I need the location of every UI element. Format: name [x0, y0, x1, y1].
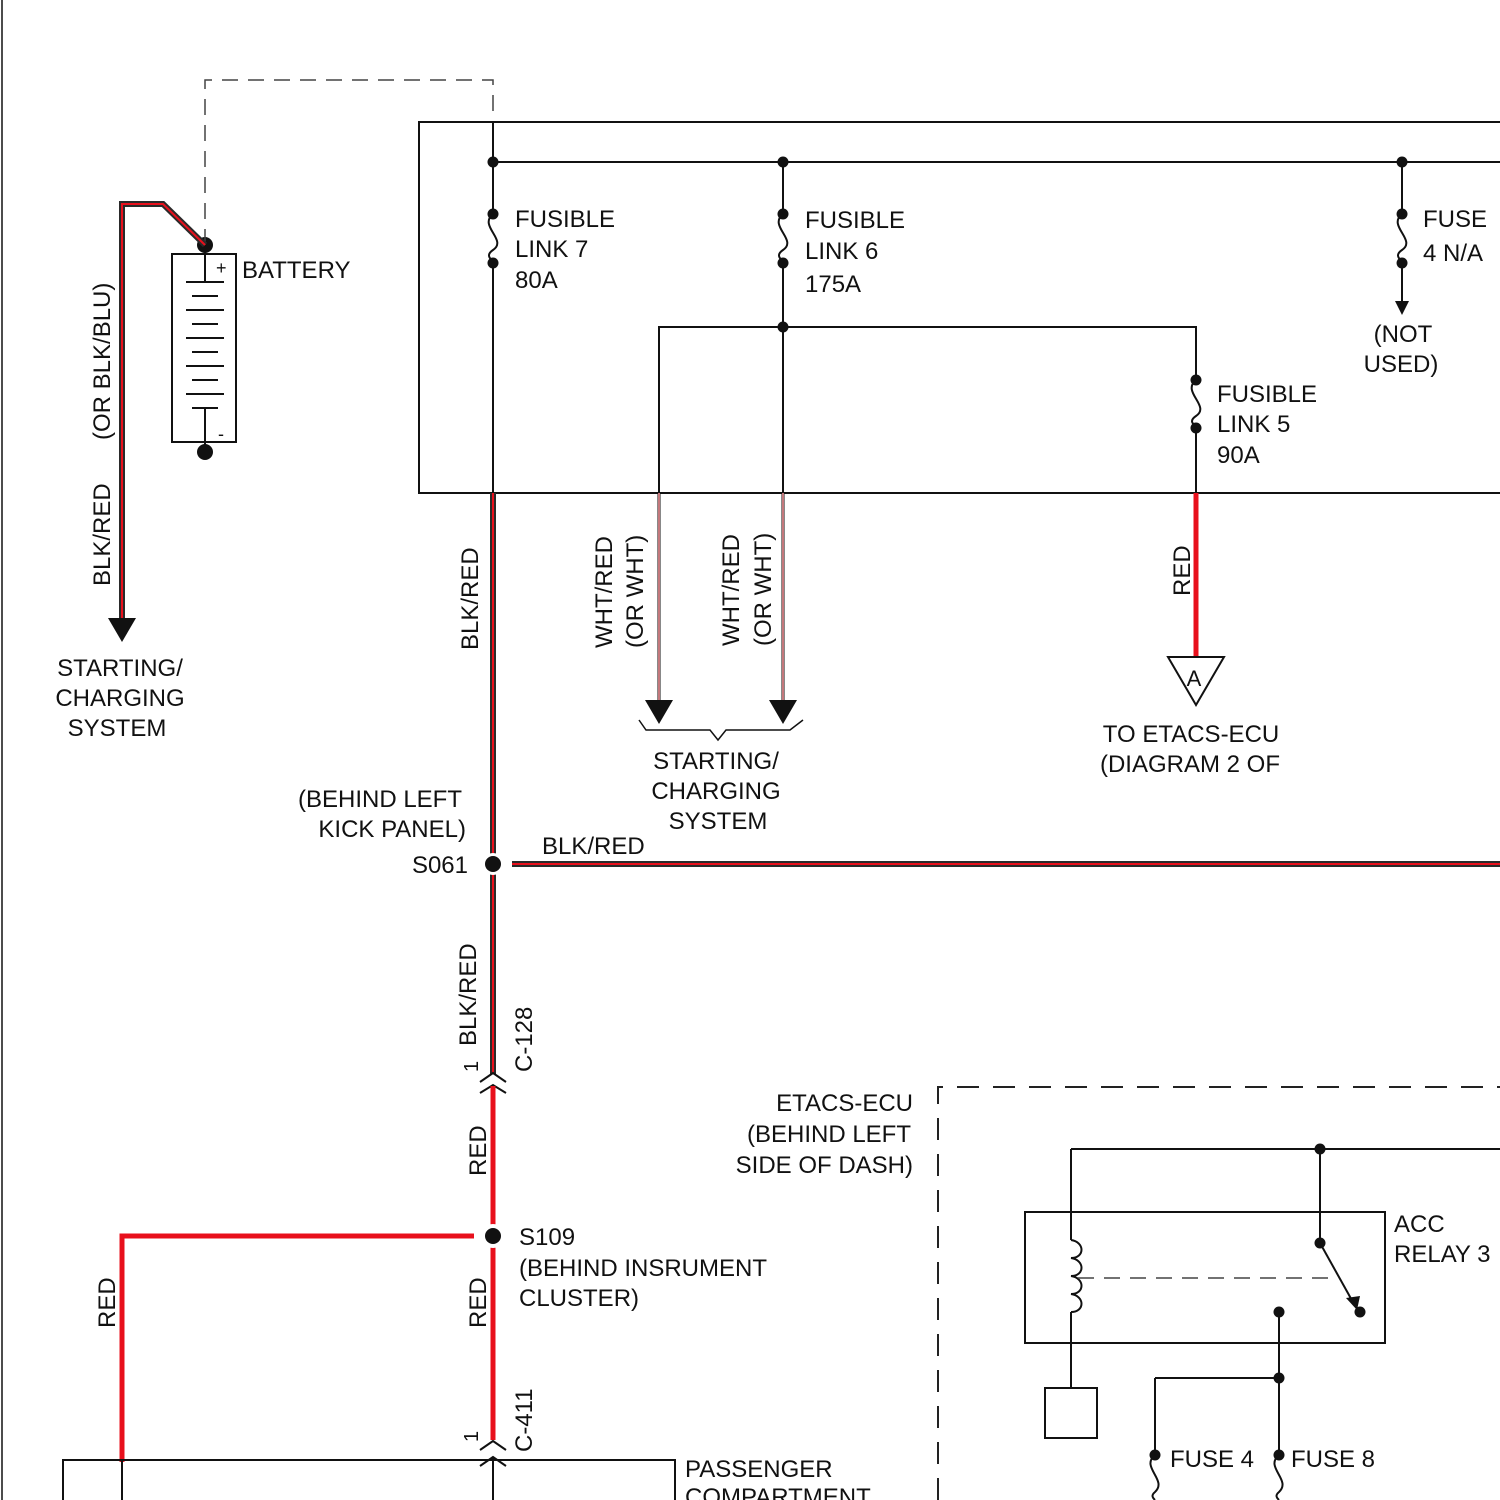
svg-text:WHT/RED: WHT/RED: [591, 536, 618, 648]
relay-coil: [1071, 1240, 1082, 1312]
svg-text:1: 1: [461, 1061, 483, 1072]
svg-text:CHARGING: CHARGING: [55, 685, 184, 712]
acc-relay-3: ACC RELAY 3: [1025, 1144, 1500, 1456]
svg-text:C-128: C-128: [511, 1007, 538, 1072]
starting-charging-system-2: STARTING/ CHARGING SYSTEM: [651, 748, 780, 835]
svg-text:WHT/RED: WHT/RED: [718, 534, 745, 646]
fuse-box-outline: [419, 122, 1500, 493]
red-wire-label-1: RED: [465, 1125, 492, 1176]
svg-text:SYSTEM: SYSTEM: [669, 808, 768, 835]
red-wire-left: [122, 1236, 474, 1462]
s109-id: S109: [519, 1224, 575, 1251]
svg-text:(OR WHT): (OR WHT): [750, 533, 777, 646]
connector-a-letter: A: [1187, 666, 1202, 691]
battery: + - BATTERY: [172, 237, 350, 460]
svg-text:STARTING/: STARTING/: [653, 748, 779, 775]
horizontal-wire-label: BLK/RED: [542, 833, 645, 860]
svg-text:4 N/A: 4 N/A: [1423, 240, 1483, 267]
main-wire-label: BLK/RED: [457, 547, 484, 650]
splice-s109: S109 (BEHIND INSRUMENT CLUSTER): [481, 1224, 767, 1312]
battery-wire-label: BLK/RED: [89, 483, 116, 586]
svg-text:(BEHIND LEFT: (BEHIND LEFT: [298, 786, 462, 813]
svg-text:COMPARTMENT: COMPARTMENT: [685, 1484, 871, 1500]
svg-text:(DIAGRAM 2 OF: (DIAGRAM 2 OF: [1100, 751, 1280, 778]
wht-red-wire-1: WHT/RED (OR WHT): [591, 493, 673, 724]
svg-text:(BEHIND LEFT: (BEHIND LEFT: [747, 1121, 911, 1148]
svg-text:ACC: ACC: [1394, 1211, 1445, 1238]
svg-text:LINK 5: LINK 5: [1217, 411, 1290, 438]
relay-switch-arm: [1320, 1243, 1354, 1304]
wht-red-wire-2: WHT/RED (OR WHT): [718, 493, 797, 724]
svg-text:FUSE 8: FUSE 8: [1291, 1446, 1375, 1473]
passenger-compartment-box: [63, 1460, 675, 1500]
svg-text:CHARGING: CHARGING: [651, 778, 780, 805]
brace: [639, 720, 803, 740]
svg-text:FUSIBLE: FUSIBLE: [1217, 381, 1317, 408]
svg-text:90A: 90A: [1217, 442, 1260, 469]
red-wire-left-label: RED: [94, 1277, 121, 1328]
svg-text:1: 1: [461, 1431, 483, 1442]
fusible-link-5: FUSIBLE LINK 5 90A: [1191, 375, 1318, 494]
battery-wire-arrow: [108, 618, 136, 642]
svg-text:175A: 175A: [805, 271, 861, 298]
svg-text:TO ETACS-ECU: TO ETACS-ECU: [1103, 721, 1279, 748]
connector-c411: 1 C-411: [461, 1388, 538, 1500]
svg-text:FUSE: FUSE: [1423, 206, 1487, 233]
battery-label: BATTERY: [242, 257, 350, 284]
battery-wire: [122, 204, 205, 620]
svg-text:USED): USED): [1364, 351, 1439, 378]
fuse-4: FUSE 4: [1150, 1446, 1255, 1500]
svg-text:KICK PANEL): KICK PANEL): [318, 816, 466, 843]
svg-text:FUSE 4: FUSE 4: [1170, 1446, 1254, 1473]
svg-text:STARTING/: STARTING/: [57, 655, 183, 682]
passenger-compartment-label: PASSENGER COMPARTMENT: [685, 1456, 871, 1500]
svg-text:FUSIBLE: FUSIBLE: [805, 207, 905, 234]
svg-text:LINK 7: LINK 7: [515, 236, 588, 263]
svg-text:80A: 80A: [515, 267, 558, 294]
red-wire-label-2: RED: [465, 1277, 492, 1328]
battery-dashed-link: [205, 80, 493, 245]
svg-text:LINK 6: LINK 6: [805, 238, 878, 265]
svg-text:ETACS-ECU: ETACS-ECU: [776, 1090, 913, 1117]
svg-text:(OR WHT): (OR WHT): [622, 535, 649, 648]
red-wire-to-a-label: RED: [1169, 545, 1196, 596]
splice-s061: (BEHIND LEFT KICK PANEL) S061: [298, 786, 504, 879]
etacs-ecu-label: ETACS-ECU (BEHIND LEFT SIDE OF DASH): [736, 1090, 913, 1179]
svg-text:RELAY 3: RELAY 3: [1394, 1241, 1491, 1268]
svg-text:FUSIBLE: FUSIBLE: [515, 206, 615, 233]
fuse-4-na: FUSE 4 N/A (NOT USED): [1364, 157, 1487, 379]
fusible-link-7: FUSIBLE LINK 7 80A: [488, 206, 616, 493]
svg-text:(BEHIND INSRUMENT: (BEHIND INSRUMENT: [519, 1255, 767, 1282]
svg-text:SYSTEM: SYSTEM: [68, 715, 167, 742]
not-used-label: (NOT: [1374, 321, 1433, 348]
svg-text:C-411: C-411: [511, 1388, 538, 1452]
relay-ground-box: [1045, 1388, 1097, 1438]
after-splice-wire-label: BLK/RED: [455, 943, 482, 1046]
starting-charging-system-1: STARTING/ CHARGING SYSTEM: [55, 655, 184, 742]
connector-a: A TO ETACS-ECU (DIAGRAM 2 OF: [1100, 657, 1280, 778]
battery-wire-label-alt: (OR BLK/BLU): [89, 283, 116, 440]
svg-text:PASSENGER: PASSENGER: [685, 1456, 833, 1483]
fusible-link-6: FUSIBLE LINK 6 175A: [778, 157, 906, 494]
svg-text:SIDE OF DASH): SIDE OF DASH): [736, 1152, 913, 1179]
battery-negative-terminal: [197, 444, 213, 460]
battery-minus-sign: -: [218, 424, 224, 444]
svg-text:CLUSTER): CLUSTER): [519, 1285, 639, 1312]
fuse-box: FUSIBLE LINK 7 80A FUSIBLE LINK 6 175A: [419, 122, 1500, 493]
battery-plus-sign: +: [216, 258, 227, 278]
fuse-8: FUSE 8: [1274, 1446, 1376, 1500]
s061-id: S061: [412, 852, 468, 879]
